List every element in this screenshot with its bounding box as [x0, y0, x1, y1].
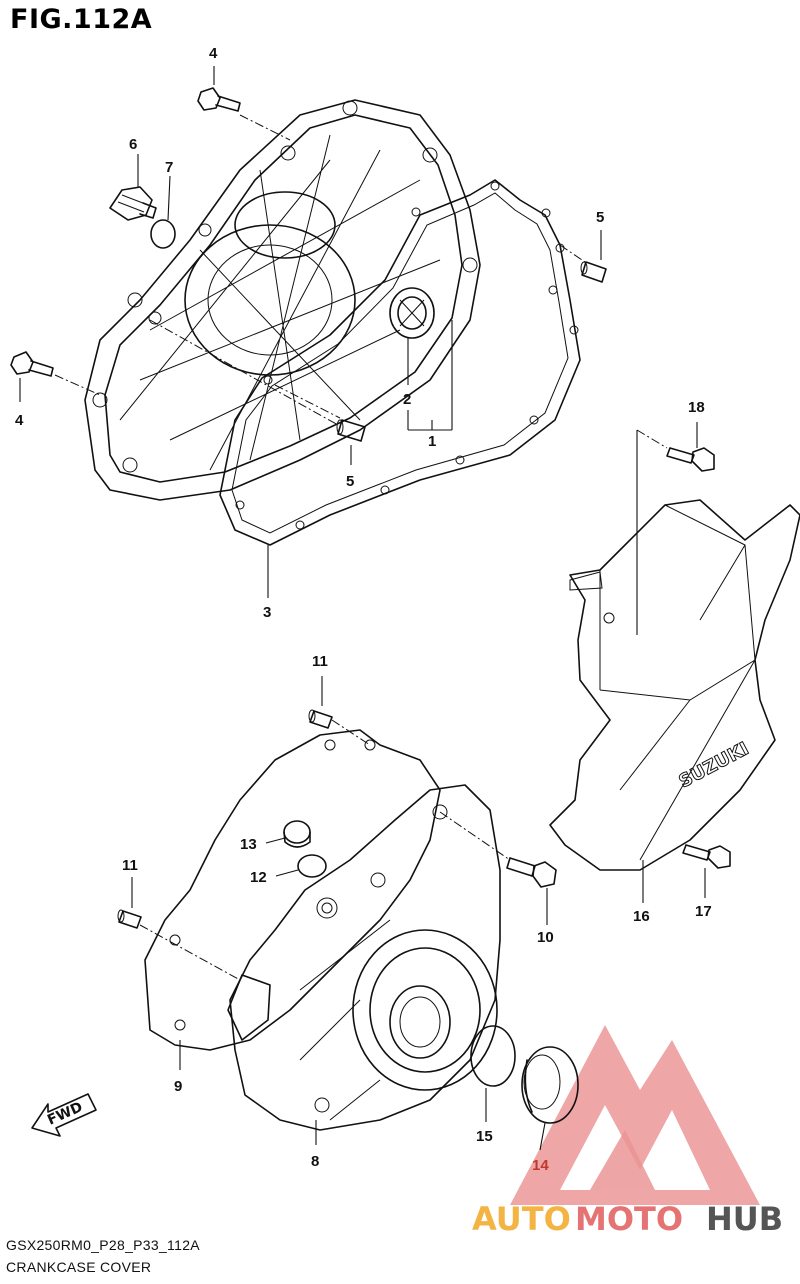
callout-18: 18 — [688, 399, 705, 416]
callout-15: 15 — [476, 1128, 493, 1145]
callout-11-lower: 11 — [122, 857, 138, 874]
cap-14 — [521, 1046, 579, 1124]
diagram-code: GSX250RM0_P28_P33_112A — [6, 1237, 200, 1253]
callout-3: 3 — [263, 604, 271, 621]
callout-8: 8 — [311, 1153, 319, 1170]
oil-filler-cap — [109, 186, 157, 221]
clutch-cover — [84, 99, 481, 501]
callout-16: 16 — [633, 908, 650, 925]
callout-17: 17 — [695, 903, 712, 920]
callout-5-right: 5 — [596, 209, 604, 226]
bolt-4-top — [197, 87, 241, 112]
callout-4-top: 4 — [209, 45, 218, 62]
callout-4-left: 4 — [15, 412, 24, 429]
watermark-auto: AUTO — [472, 1200, 571, 1238]
callout-5-left: 5 — [346, 473, 354, 490]
dowel-pin-5-right — [580, 261, 607, 283]
magneto-cover — [227, 784, 501, 1131]
callout-13: 13 — [240, 836, 257, 853]
callout-9: 9 — [174, 1078, 182, 1095]
dowel-pin-5-left — [336, 419, 366, 442]
callout-2: 2 — [403, 391, 411, 408]
bolt-17 — [682, 844, 731, 869]
callout-12: 12 — [250, 869, 267, 886]
magneto-cover-gasket — [144, 729, 441, 1051]
oil-window — [389, 287, 435, 339]
suzuki-brand-text: SUZUKI — [675, 738, 752, 792]
leader-lines — [19, 66, 706, 1151]
o-ring-7 — [150, 219, 176, 249]
watermark-hub: HUB — [706, 1200, 783, 1238]
callout-6: 6 — [129, 136, 137, 153]
bolt-10 — [506, 857, 557, 888]
callout-11-upper: 11 — [312, 653, 328, 670]
sprocket-cover — [549, 499, 800, 871]
watermark-moto: MOTO — [575, 1200, 683, 1238]
dowel-pin-11-lower — [117, 909, 142, 929]
o-ring-12 — [297, 854, 327, 878]
fwd-arrow-icon: FWD — [31, 1093, 97, 1137]
dowel-pin-11-upper — [308, 709, 333, 729]
o-ring-15 — [470, 1025, 516, 1087]
callout-10: 10 — [537, 929, 554, 946]
figure-title: FIG.112A — [10, 4, 153, 35]
watermark-logo — [510, 1025, 760, 1205]
gasket — [219, 179, 581, 546]
callout-7: 7 — [165, 159, 173, 176]
callout-1: 1 — [428, 433, 436, 450]
bolt-4-left — [10, 351, 54, 377]
bolt-18 — [666, 447, 715, 472]
callout-14: 14 — [532, 1157, 549, 1174]
diagram-caption: CRANKCASE COVER — [6, 1259, 152, 1275]
plug-13 — [283, 820, 311, 848]
